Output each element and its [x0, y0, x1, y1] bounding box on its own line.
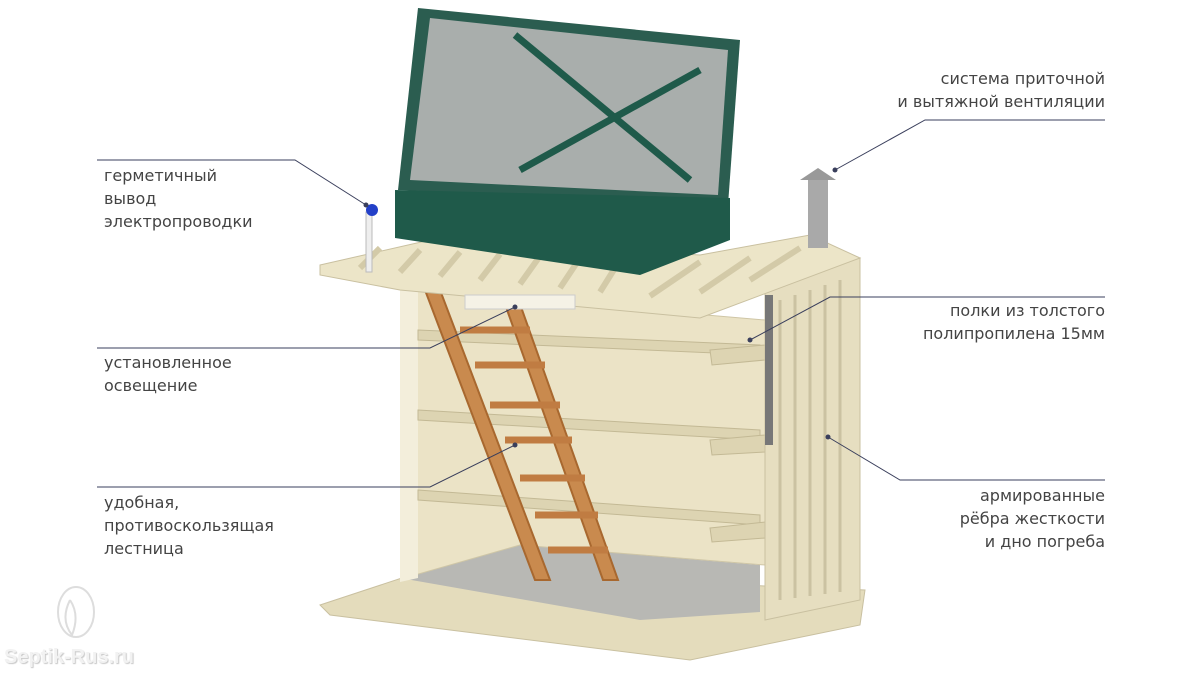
callout-text: рёбра жесткости	[959, 509, 1105, 528]
callout-text: полки из толстого	[949, 301, 1105, 320]
ventilation-cap	[800, 168, 836, 180]
callout-shelves: полки из толстого полипропилена 15мм	[923, 299, 1105, 345]
callout-text: противоскользящая	[104, 516, 274, 535]
callout-ventilation: система приточной и вытяжной вентиляции	[897, 67, 1105, 113]
callout-text: освещение	[104, 376, 198, 395]
callout-text: полипропилена 15мм	[922, 324, 1105, 343]
callout-text: и вытяжной вентиляции	[897, 92, 1105, 111]
wiring-outlet	[365, 211, 373, 273]
pipe	[765, 295, 773, 445]
callout-text: герметичный	[104, 166, 217, 185]
callout-text: система приточной	[940, 69, 1105, 88]
callout-text: вывод	[104, 189, 157, 208]
callout-ribs: армированные рёбра жесткости и дно погре…	[960, 484, 1105, 553]
roof-ribs	[357, 245, 802, 299]
callout-text: лестница	[104, 539, 184, 558]
callout-text: удобная,	[104, 493, 180, 512]
left-wall	[400, 285, 418, 582]
hatch-frame	[395, 190, 730, 275]
light-fixture	[464, 294, 576, 310]
watermark-logo	[57, 586, 95, 638]
ventilation-pipe	[808, 180, 828, 248]
callout-text: электропроводки	[104, 212, 253, 231]
callout-text: и дно погреба	[984, 532, 1105, 551]
floor	[400, 545, 760, 620]
callout-wiring: герметичный вывод электропроводки	[104, 164, 253, 233]
wiring-connector	[366, 204, 378, 216]
ladder	[423, 289, 620, 581]
callout-text: установленное	[104, 353, 232, 372]
hatch-lid-panel	[410, 18, 728, 195]
callout-ladder: удобная, противоскользящая лестница	[104, 491, 274, 560]
callout-lighting: установленное освещение	[104, 351, 232, 397]
hatch-lid-brace	[512, 32, 702, 183]
leader-dots	[363, 167, 838, 448]
watermark-text: Septik-Rus.ru	[4, 646, 135, 668]
callout-text: армированные	[979, 486, 1105, 505]
stiffening-ribs	[778, 280, 842, 600]
leader-lines	[97, 119, 1105, 488]
